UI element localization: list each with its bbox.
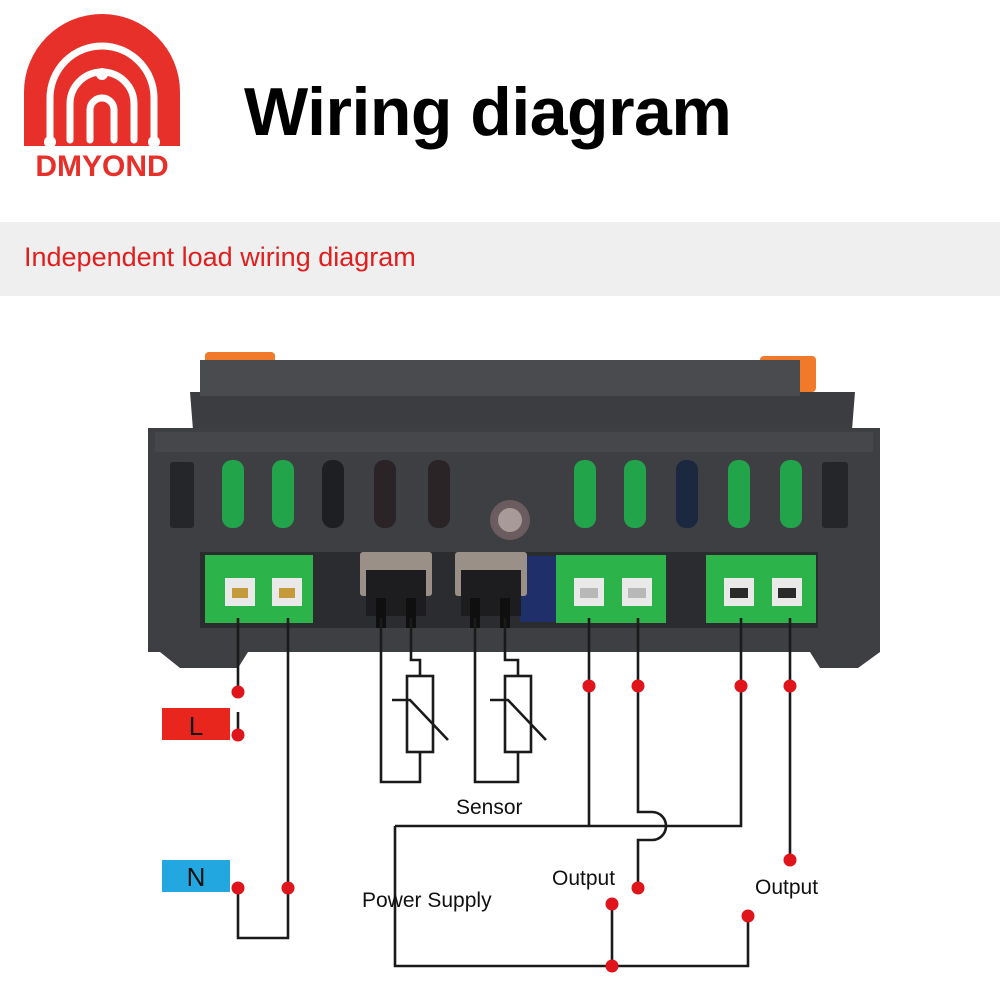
output-label-1: Output <box>552 867 615 890</box>
node <box>631 679 645 693</box>
sensor-1-thermistor <box>392 674 449 754</box>
terminal-L-tag: L <box>162 708 230 741</box>
connection-nodes <box>231 679 797 973</box>
node <box>631 881 645 895</box>
page-title: Wiring diagram <box>244 74 732 150</box>
output-label-2: Output <box>755 876 818 899</box>
node <box>741 909 755 923</box>
dmyond-logo: DMYOND <box>24 14 180 183</box>
node <box>783 679 797 693</box>
terminal-L-label: L <box>189 711 203 741</box>
terminal-N-label: N <box>187 862 206 892</box>
node <box>605 959 619 973</box>
subtitle-text: Independent load wiring diagram <box>24 242 416 272</box>
node <box>231 728 245 742</box>
logo-wordmark: DMYOND <box>35 150 168 183</box>
node <box>734 679 748 693</box>
node <box>783 853 797 867</box>
node <box>582 679 596 693</box>
subtitle-band: Independent load wiring diagram <box>0 222 1000 296</box>
sensor-label: Sensor <box>456 796 523 819</box>
terminal-N-tag: N <box>162 860 230 892</box>
sensor-2-thermistor <box>490 674 547 754</box>
node <box>281 881 295 895</box>
node <box>231 685 245 699</box>
power-supply-label: Power Supply <box>362 889 492 912</box>
node <box>605 897 619 911</box>
thermostat-device <box>148 352 880 668</box>
wires <box>236 618 792 968</box>
node <box>231 881 245 895</box>
